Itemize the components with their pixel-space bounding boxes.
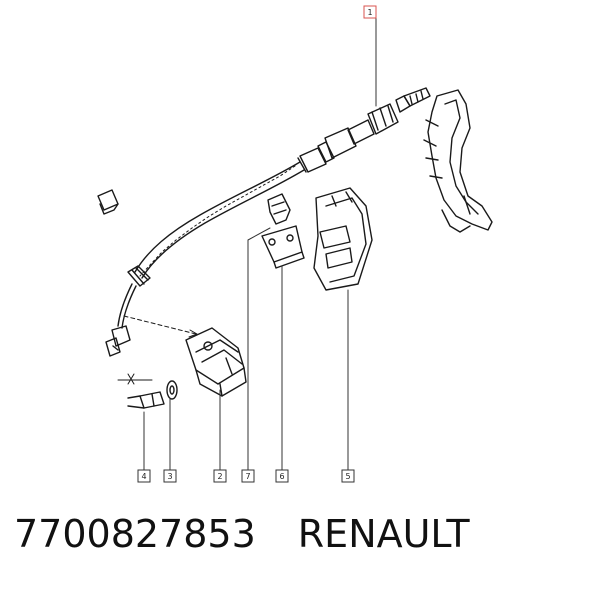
cable-adjuster — [297, 103, 399, 173]
callout-7: 7 — [241, 469, 255, 483]
callout-2: 2 — [213, 469, 227, 483]
screw-part-4 — [117, 373, 165, 409]
callout-4: 4 — [137, 469, 151, 483]
svg-text:3: 3 — [167, 472, 172, 481]
bracket-part-5 — [313, 187, 373, 291]
cable-pedal-end — [395, 87, 431, 113]
svg-text:7: 7 — [245, 472, 250, 481]
pedal-assembly — [423, 89, 493, 233]
svg-text:4: 4 — [141, 472, 146, 481]
callout-5: 5 — [341, 469, 355, 483]
plate-part-6 — [261, 225, 305, 269]
cable-lower-end — [105, 283, 137, 357]
clip-part-7 — [267, 193, 291, 225]
svg-text:6: 6 — [279, 472, 284, 481]
callout-3: 3 — [163, 469, 177, 483]
callout-1: 1 — [363, 5, 377, 19]
caption: 7700827853 RENAULT — [14, 512, 470, 556]
brand-name: RENAULT — [297, 512, 470, 556]
bracket-part-2 — [185, 327, 247, 397]
cable-grommet — [127, 265, 151, 287]
svg-text:1: 1 — [367, 8, 372, 17]
part-number: 7700827853 — [14, 512, 256, 556]
exploded-parts-diagram: 1 4 3 2 7 6 5 — [97, 5, 493, 483]
svg-text:5: 5 — [345, 472, 350, 481]
callout-leaders — [143, 17, 377, 471]
callout-6: 6 — [275, 469, 289, 483]
fastener — [97, 189, 119, 215]
svg-text:2: 2 — [217, 472, 222, 481]
washer-part-3 — [166, 380, 178, 400]
cable-sheath — [134, 161, 305, 279]
